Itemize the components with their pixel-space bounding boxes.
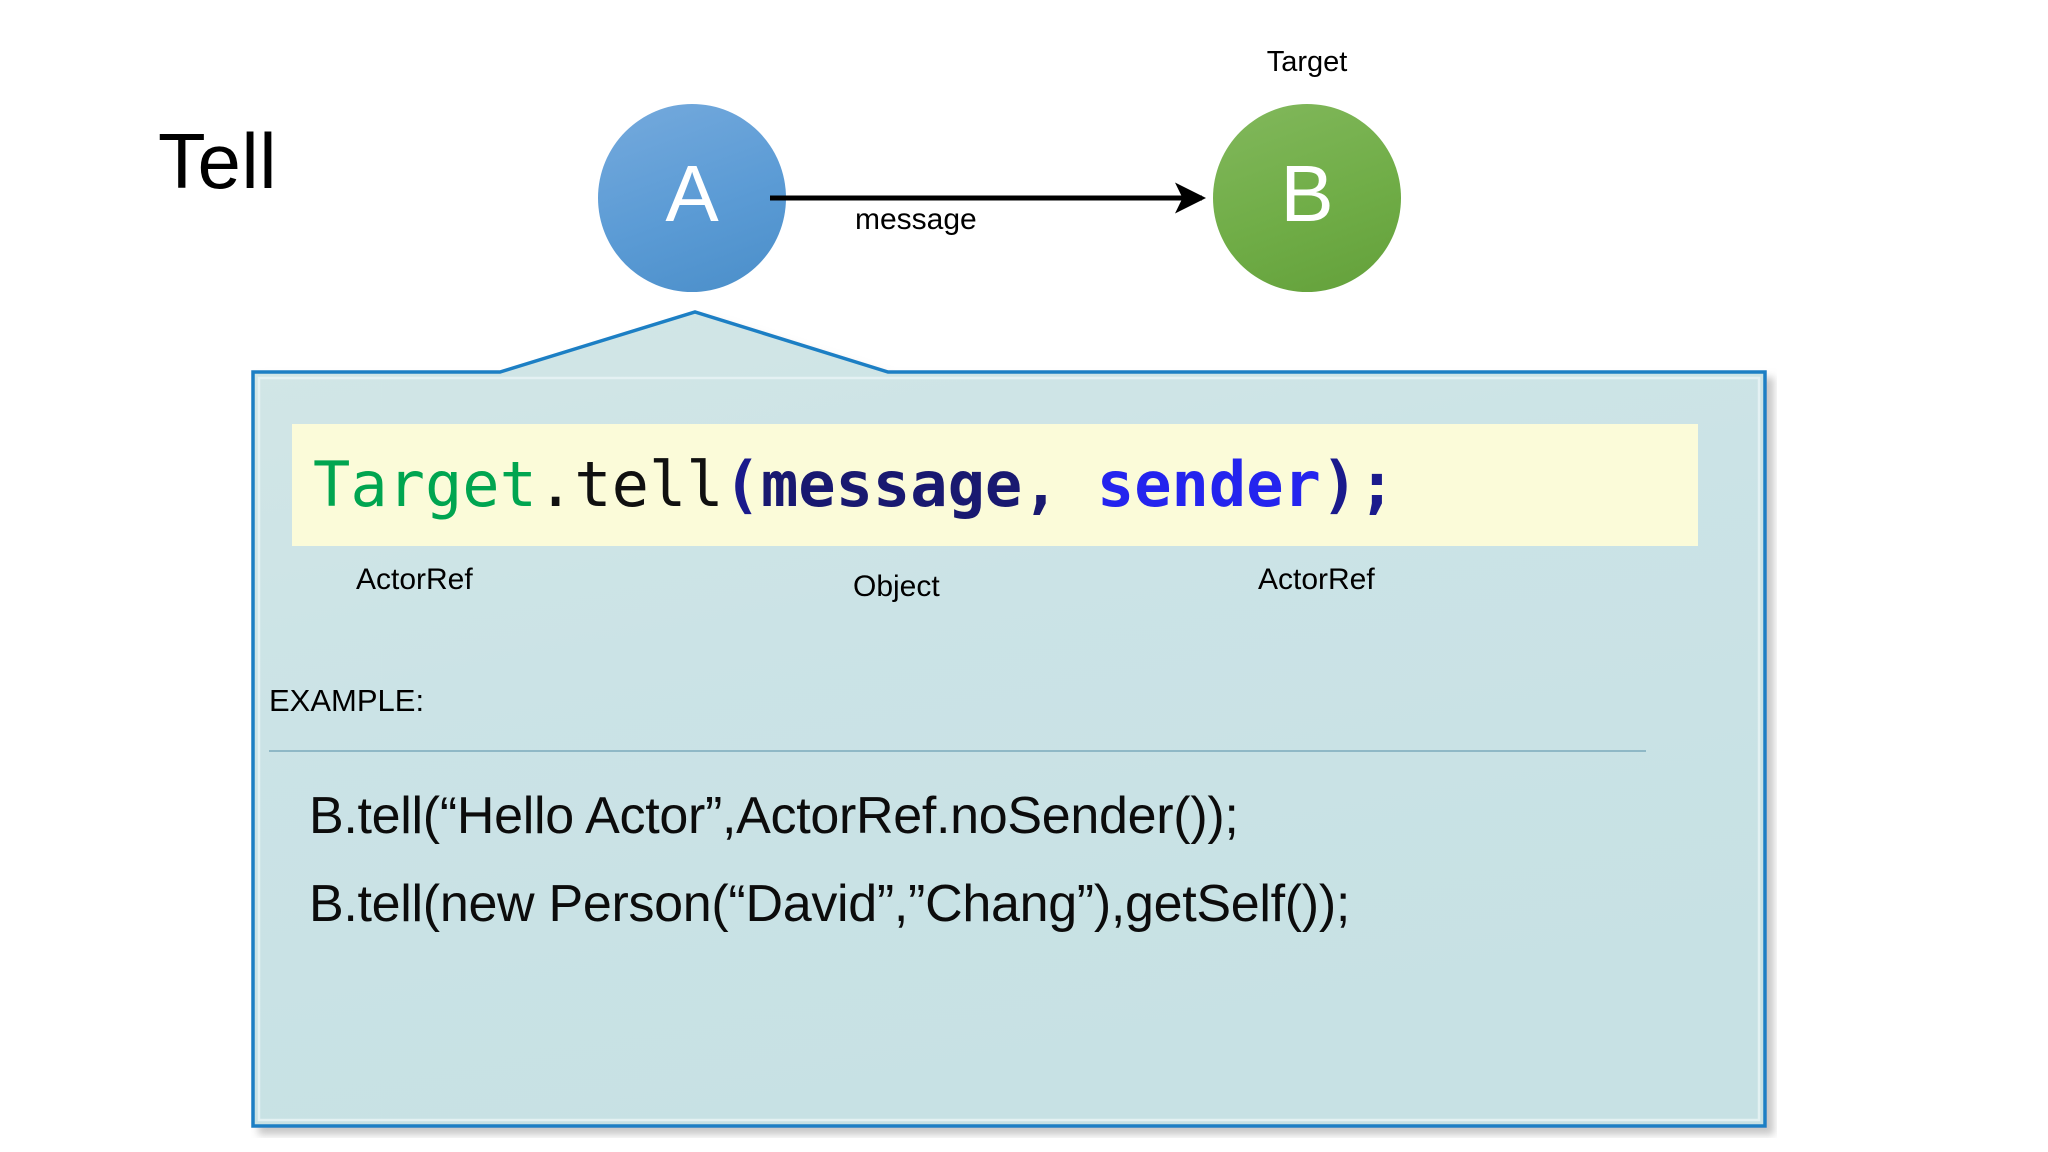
token-sender: sender (1096, 448, 1321, 521)
token-space (1060, 448, 1097, 521)
annotation-target-type: ActorRef (356, 563, 473, 596)
annotation-sender-type: ActorRef (1258, 563, 1375, 596)
actor-node-a-label: A (665, 149, 719, 238)
actor-node-b: B (1213, 104, 1401, 292)
example-divider (269, 750, 1646, 752)
token-tell: tell (574, 448, 724, 521)
actor-node-a: A (598, 104, 786, 292)
example-code-line: B.tell(“Hello Actor”,ActorRef.noSender()… (309, 787, 1239, 845)
example-heading: EXAMPLE: (269, 683, 425, 718)
message-arrow-icon (770, 182, 1206, 214)
code-callout: Target.tell(message, sender); ActorRef O… (251, 310, 1767, 1128)
token-semicolon: ; (1358, 448, 1396, 521)
message-arrow-label: message (855, 203, 977, 236)
example-code-list: B.tell(“Hello Actor”,ActorRef.noSender()… (309, 790, 1709, 966)
annotation-message-type: Object (853, 570, 940, 603)
page-title: Tell (158, 117, 278, 205)
actor-node-b-label: B (1280, 149, 1334, 238)
method-signature-band: Target.tell(message, sender); (292, 424, 1698, 546)
token-open-paren: ( (723, 448, 761, 521)
token-target: Target (313, 448, 537, 521)
actor-message-diagram: Target A B message (0, 0, 2048, 330)
token-dot: . (536, 448, 575, 521)
method-signature: Target.tell(message, sender); (313, 454, 1396, 516)
target-node-caption: Target (1266, 46, 1348, 78)
token-close-paren: ) (1320, 448, 1359, 521)
token-message: message, (760, 448, 1060, 521)
example-code-line: B.tell(new Person(“David”,”Chang”),getSe… (309, 875, 1350, 933)
